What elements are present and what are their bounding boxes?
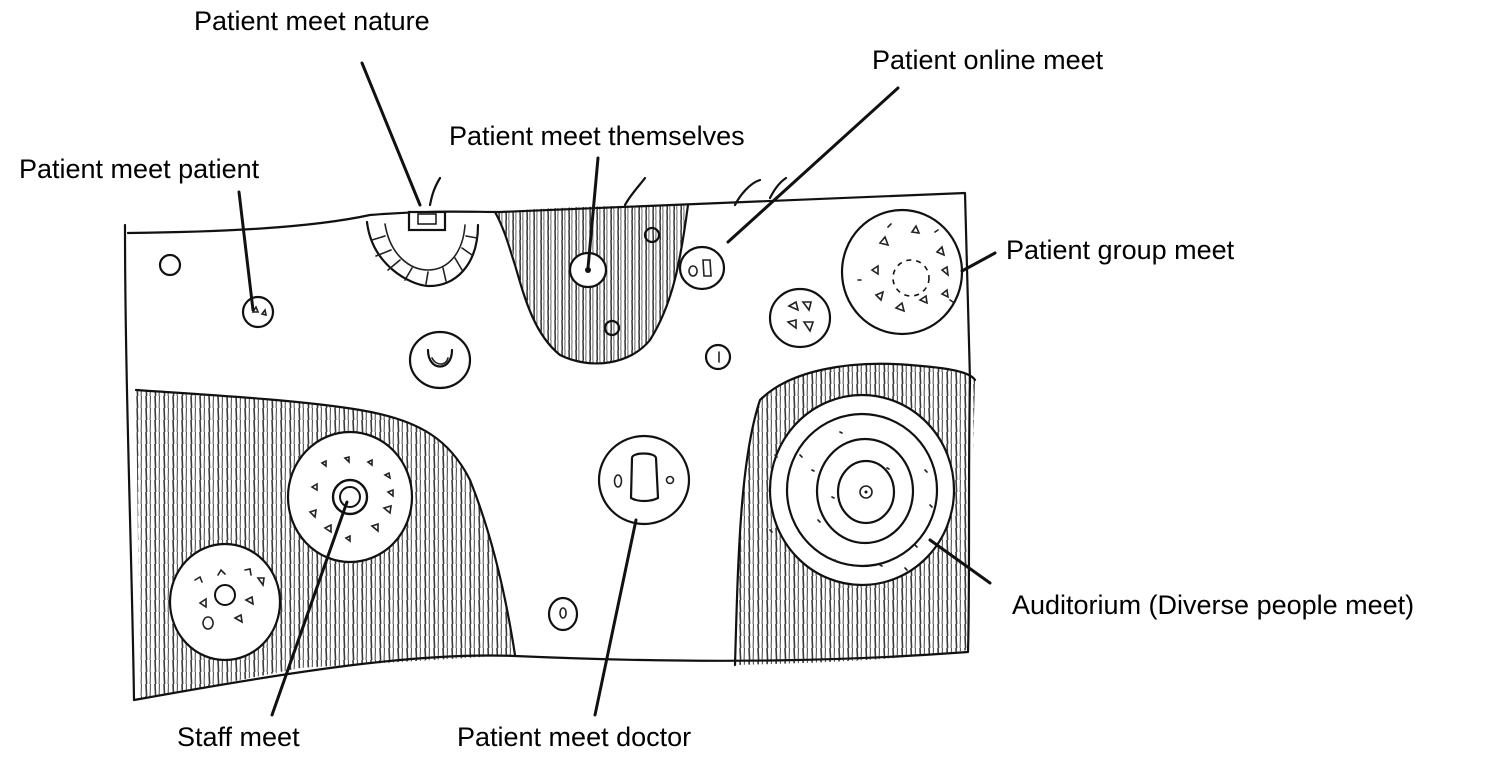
label-patient-meet-patient: Patient meet patient xyxy=(19,154,260,184)
doctor-pod xyxy=(599,436,689,524)
label-staff-meet: Staff meet xyxy=(177,722,300,752)
small-pod xyxy=(160,255,180,275)
tree-strokes xyxy=(430,178,786,205)
small-pod xyxy=(706,345,730,369)
label-patient-online-meet: Patient online meet xyxy=(872,45,1104,75)
staff-pod xyxy=(288,432,412,562)
round-table-pod xyxy=(170,544,280,660)
nature-leader xyxy=(362,63,420,205)
patient-pod xyxy=(243,297,273,327)
label-patient-meet-doctor: Patient meet doctor xyxy=(457,722,691,752)
label-patient-meet-themselves: Patient meet themselves xyxy=(449,121,745,151)
label-patient-group-meet: Patient group meet xyxy=(1006,235,1235,265)
u-pod xyxy=(410,332,470,388)
patient-leader xyxy=(239,192,253,310)
nature-pod xyxy=(367,212,478,286)
group-pod xyxy=(842,210,962,334)
online-pod xyxy=(680,247,724,289)
auditorium-pod xyxy=(770,395,954,585)
label-auditorium: Auditorium (Diverse people meet) xyxy=(1012,590,1414,620)
label-patient-meet-nature: Patient meet nature xyxy=(194,6,430,36)
doctor-leader xyxy=(595,520,636,715)
small-pod xyxy=(549,598,577,630)
four-seat-pod xyxy=(770,289,830,347)
